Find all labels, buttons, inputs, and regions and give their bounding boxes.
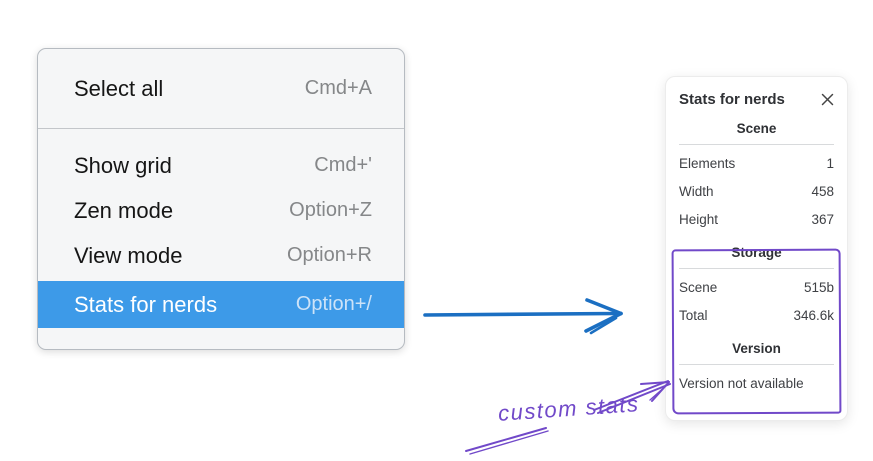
menu-item-select-all[interactable]: Select all Cmd+A xyxy=(38,49,404,128)
stat-label: Total xyxy=(679,307,708,323)
section-divider xyxy=(679,268,834,269)
stat-value: 458 xyxy=(811,183,834,199)
menu-item-stats-for-nerds[interactable]: Stats for nerds Option+/ xyxy=(38,281,404,328)
menu-item-shortcut: Option+R xyxy=(286,244,372,266)
annotation-underline xyxy=(465,427,549,455)
section-divider xyxy=(679,144,834,145)
stats-panel-header: Stats for nerds xyxy=(679,89,834,109)
section-title-storage: Storage xyxy=(731,245,782,260)
menu-item-shortcut: Cmd+A xyxy=(304,77,372,99)
stat-value: 367 xyxy=(811,211,834,227)
stat-label: Scene xyxy=(679,279,718,295)
menu-item-view-mode[interactable]: View mode Option+R xyxy=(38,233,404,278)
section-divider xyxy=(679,364,834,365)
stat-row-elements: Elements 1 xyxy=(679,149,834,177)
stats-panel: Stats for nerds Scene Elements 1 Width 4… xyxy=(665,76,848,421)
stat-row-width: Width 458 xyxy=(679,177,834,205)
blue-arrow xyxy=(423,298,623,335)
close-icon[interactable] xyxy=(821,93,834,106)
menu-item-label: View mode xyxy=(74,242,183,268)
menu-item-shortcut: Option+/ xyxy=(295,293,372,315)
stat-row-total-storage: Total 346.6k xyxy=(679,301,834,329)
version-note: Version not available xyxy=(679,375,804,391)
menu-item-shortcut: Cmd+' xyxy=(314,154,372,176)
annotation-label: custom stats xyxy=(497,391,641,426)
menu-item-shortcut: Option+Z xyxy=(289,199,372,221)
menu-section-view: Show grid Cmd+' Zen mode Option+Z View m… xyxy=(38,129,404,328)
menu-item-label: Show grid xyxy=(74,152,172,178)
menu-divider xyxy=(38,128,404,129)
stat-label: Height xyxy=(679,211,719,227)
stat-value: 515b xyxy=(803,279,834,295)
menu-item-label: Stats for nerds xyxy=(74,291,218,317)
stat-label: Width xyxy=(679,183,714,199)
context-menu: Select all Cmd+A Show grid Cmd+' Zen mod… xyxy=(37,48,405,350)
menu-item-show-grid[interactable]: Show grid Cmd+' xyxy=(38,143,404,188)
stat-row-height: Height 367 xyxy=(679,205,834,233)
stat-value: 346.6k xyxy=(793,307,834,323)
stat-label: Elements xyxy=(679,155,736,171)
stat-value: 1 xyxy=(826,155,834,171)
menu-item-label: Zen mode xyxy=(74,197,174,223)
section-title-scene: Scene xyxy=(736,121,777,136)
menu-item-label: Select all xyxy=(74,75,164,101)
menu-item-zen-mode[interactable]: Zen mode Option+Z xyxy=(38,188,404,233)
annotation-arrow xyxy=(593,380,671,414)
section-title-version: Version xyxy=(732,341,781,356)
stats-panel-title: Stats for nerds xyxy=(679,90,785,108)
stat-row-scene-storage: Scene 515b xyxy=(679,273,834,301)
